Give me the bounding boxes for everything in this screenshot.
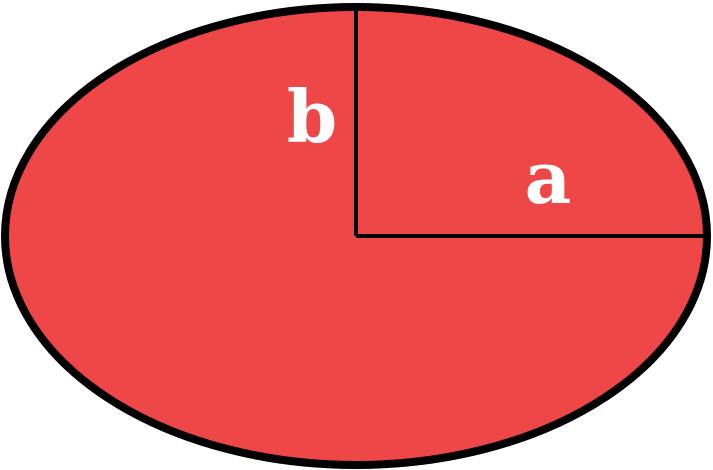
semi-major-axis-label: a — [525, 135, 572, 220]
semi-minor-axis-label: b — [287, 74, 337, 159]
